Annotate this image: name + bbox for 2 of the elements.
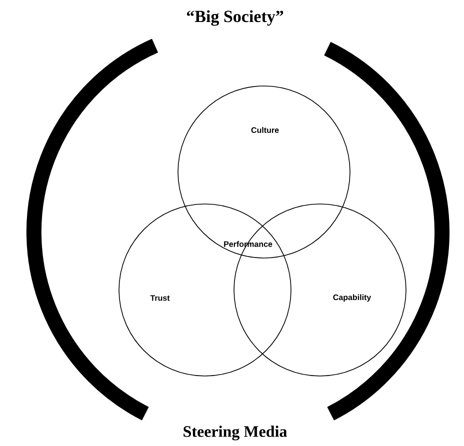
caption: Steering Media xyxy=(184,426,287,440)
title: “Big Society” xyxy=(186,10,284,26)
